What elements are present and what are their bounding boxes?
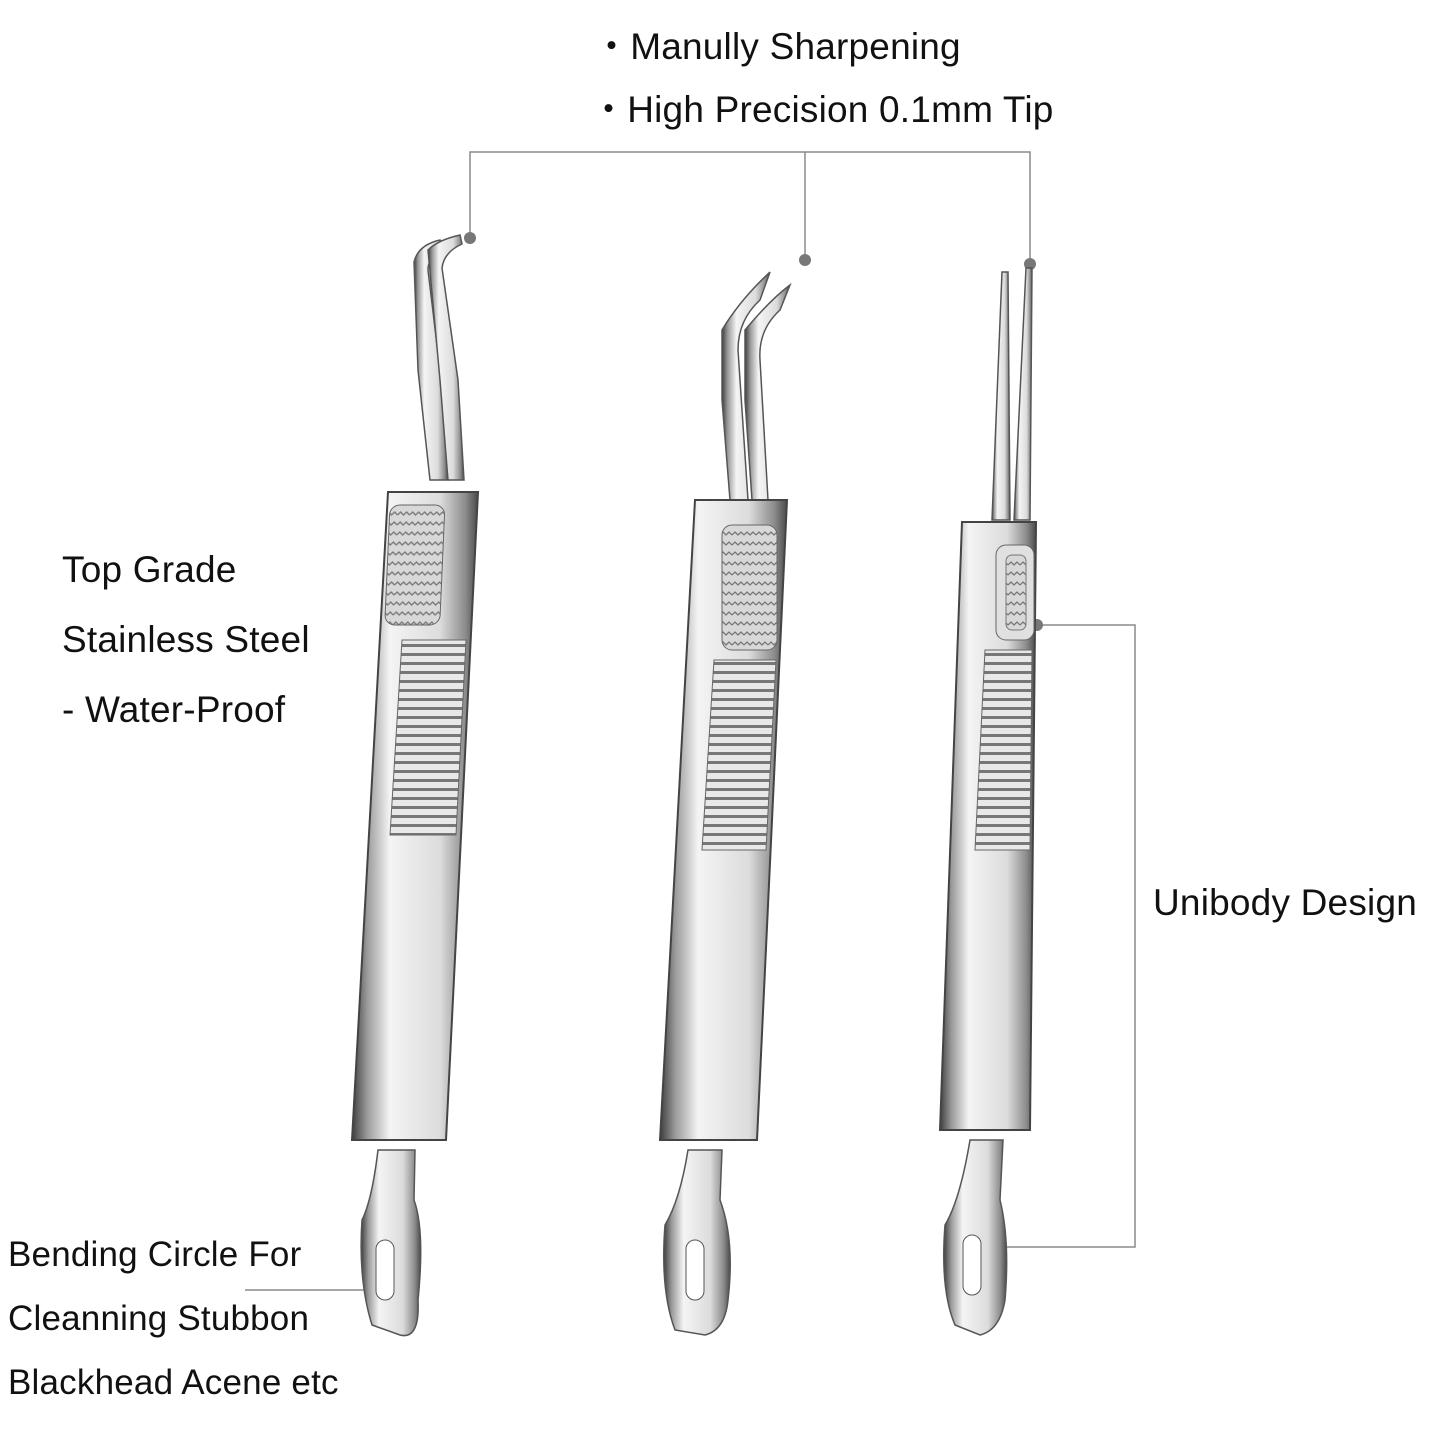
feature-manual-sharpening: ・Manully Sharpening bbox=[593, 26, 961, 67]
material-line-3: - Water-Proof bbox=[62, 689, 286, 730]
bending-line-3: Blackhead Acene etc bbox=[8, 1363, 339, 1402]
material-line-2: Stainless Steel bbox=[62, 619, 310, 660]
tweezer-curved bbox=[658, 271, 792, 1336]
feature-high-precision-tip: ・High Precision 0.1mm Tip bbox=[590, 89, 1054, 130]
unibody-design-label: Unibody Design bbox=[1153, 882, 1418, 923]
tweezer-straight bbox=[938, 267, 1038, 1336]
material-line-1: Top Grade bbox=[62, 549, 237, 590]
tweezer-hooked bbox=[350, 234, 480, 1337]
leader-lines bbox=[245, 151, 1136, 1291]
bending-line-1: Bending Circle For bbox=[8, 1235, 302, 1274]
bending-line-2: Cleanning Stubbon bbox=[8, 1299, 310, 1338]
